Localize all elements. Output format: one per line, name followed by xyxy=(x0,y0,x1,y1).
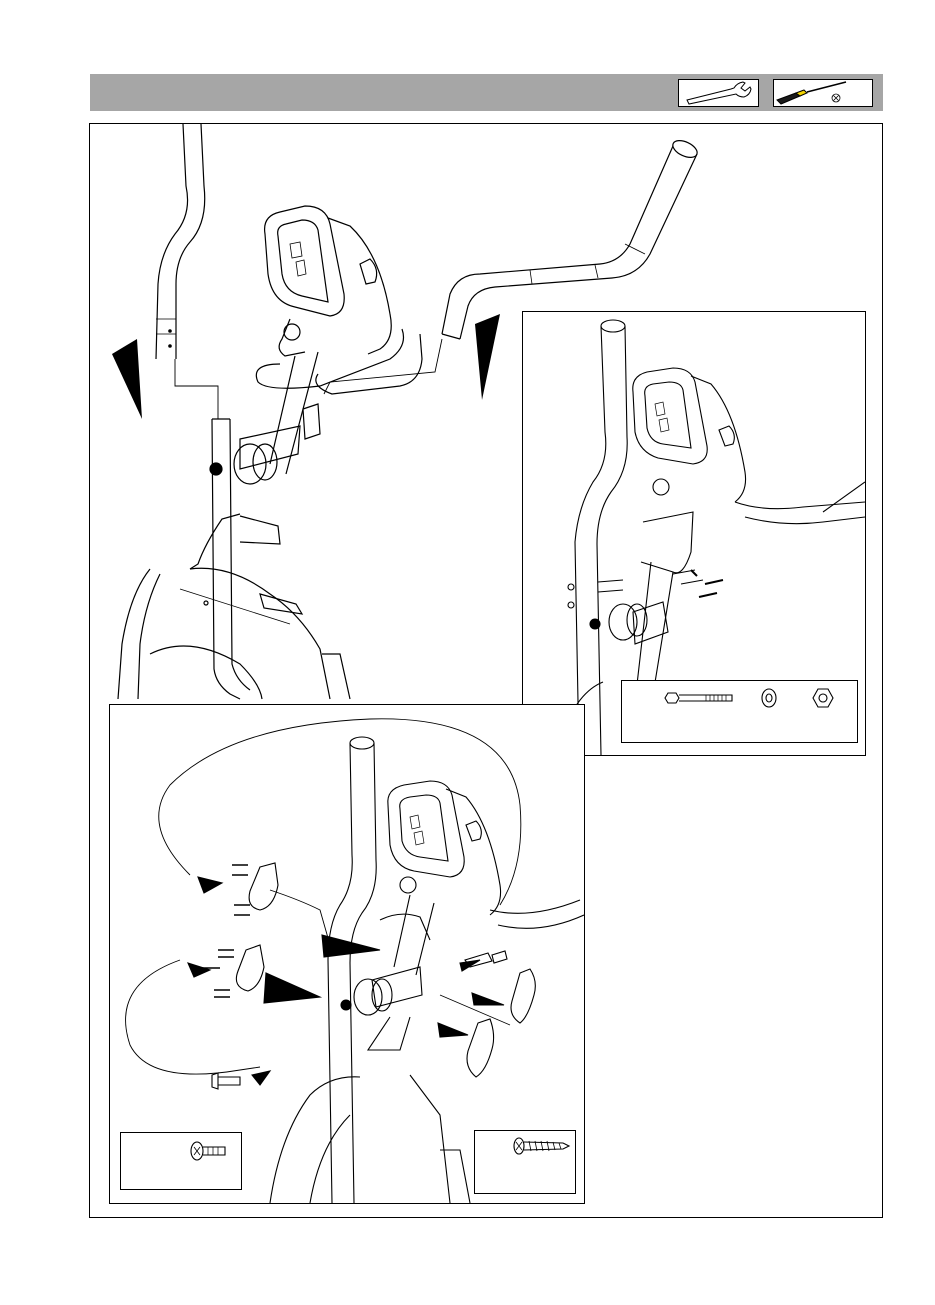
machine-screw-hardware-box xyxy=(120,1132,242,1190)
handlebar-cover-assembly-illustration xyxy=(110,705,584,1203)
wrench-icon xyxy=(679,80,758,106)
screwdriver-tool-box xyxy=(773,79,873,107)
phillips-screwdriver-icon xyxy=(774,80,872,106)
bolt-hardware-box xyxy=(621,680,858,743)
nylon-nut-icon xyxy=(813,689,833,707)
tapping-screw-icon xyxy=(475,1131,575,1193)
hex-bolt-icon xyxy=(665,693,732,703)
step-header-bar xyxy=(90,74,883,111)
bolt-hardware-set xyxy=(622,681,857,742)
bolt-detail-panel xyxy=(522,311,866,756)
wrench-tool-box xyxy=(678,79,759,107)
washer-icon xyxy=(762,689,776,707)
cover-detail-panel xyxy=(109,704,585,1204)
machine-screw-icon xyxy=(121,1133,241,1189)
illustration-frame xyxy=(89,123,883,1218)
tapping-screw-hardware-box xyxy=(474,1130,576,1194)
